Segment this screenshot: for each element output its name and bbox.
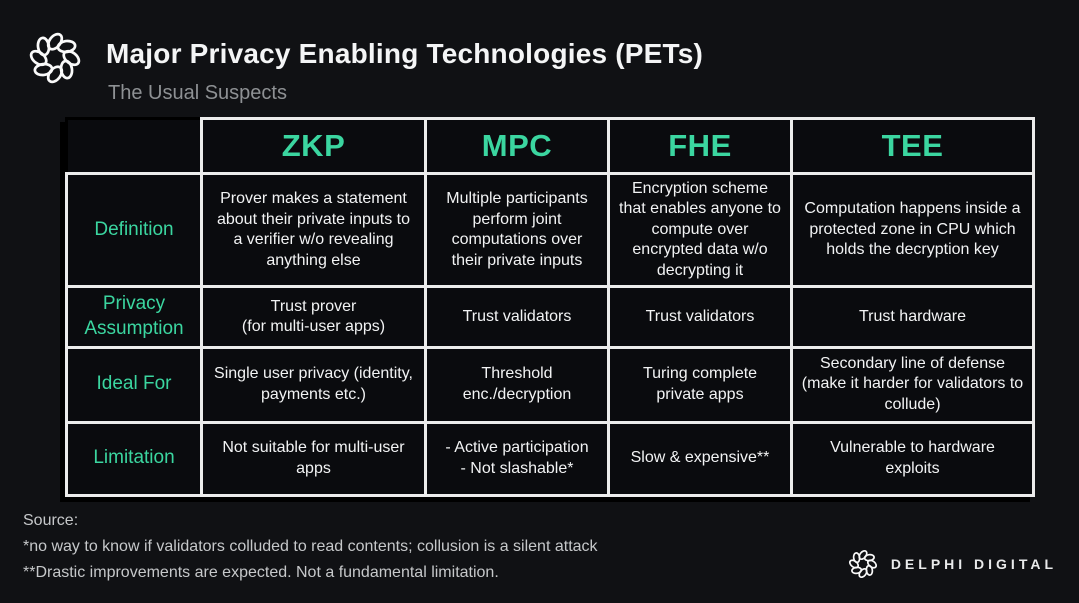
brand-mark: DELPHI DIGITAL bbox=[847, 548, 1057, 580]
row-label: Limitation bbox=[65, 420, 203, 497]
footer-notes: Source: *no way to know if validators co… bbox=[23, 508, 598, 586]
source-label: Source: bbox=[23, 512, 79, 529]
table-cell: Vulnerable to hardware exploits bbox=[790, 420, 1035, 497]
footnote-1: *no way to know if validators colluded t… bbox=[23, 538, 598, 555]
footnote-2: **Drastic improvements are expected. Not… bbox=[23, 564, 499, 581]
row-label: Ideal For bbox=[65, 345, 203, 424]
table-cell: Trust validators bbox=[424, 285, 610, 349]
table-cell: Trust prover (for multi-user apps) bbox=[200, 285, 427, 349]
table-cell: - Active participation - Not slashable* bbox=[424, 420, 610, 497]
table-cell: Prover makes a statement about their pri… bbox=[200, 171, 427, 289]
table-cell: Slow & expensive** bbox=[607, 420, 793, 497]
table-cell: Encryption scheme that enables anyone to… bbox=[607, 171, 793, 289]
table-cell: Secondary line of defense (make it harde… bbox=[790, 345, 1035, 424]
table-cell: Not suitable for multi-user apps bbox=[200, 420, 427, 497]
table-cell: Trust hardware bbox=[790, 285, 1035, 349]
column-header-mpc: MPC bbox=[424, 117, 610, 175]
corner-cell bbox=[65, 117, 203, 175]
row-label: Privacy Assumption bbox=[65, 285, 203, 349]
delphi-knot-icon bbox=[848, 549, 877, 579]
page-title: Major Privacy Enabling Technologies (PET… bbox=[106, 38, 704, 69]
table-cell: Computation happens inside a protected z… bbox=[790, 171, 1035, 289]
table-cell: Multiple participants perform joint comp… bbox=[424, 171, 610, 289]
table-cell: Single user privacy (identity, payments … bbox=[200, 345, 427, 424]
table-cell: Threshold enc./decryption bbox=[424, 345, 610, 424]
column-header-tee: TEE bbox=[790, 117, 1035, 175]
column-header-fhe: FHE bbox=[607, 117, 793, 175]
delphi-knot-icon bbox=[29, 32, 81, 84]
column-header-zkp: ZKP bbox=[200, 117, 427, 175]
table-cell: Trust validators bbox=[607, 285, 793, 349]
brand-wordmark: DELPHI DIGITAL bbox=[890, 556, 1057, 572]
table-cell: Turing complete private apps bbox=[607, 345, 793, 424]
page-subtitle: The Usual Suspects bbox=[108, 82, 287, 104]
row-label: Definition bbox=[65, 171, 203, 289]
